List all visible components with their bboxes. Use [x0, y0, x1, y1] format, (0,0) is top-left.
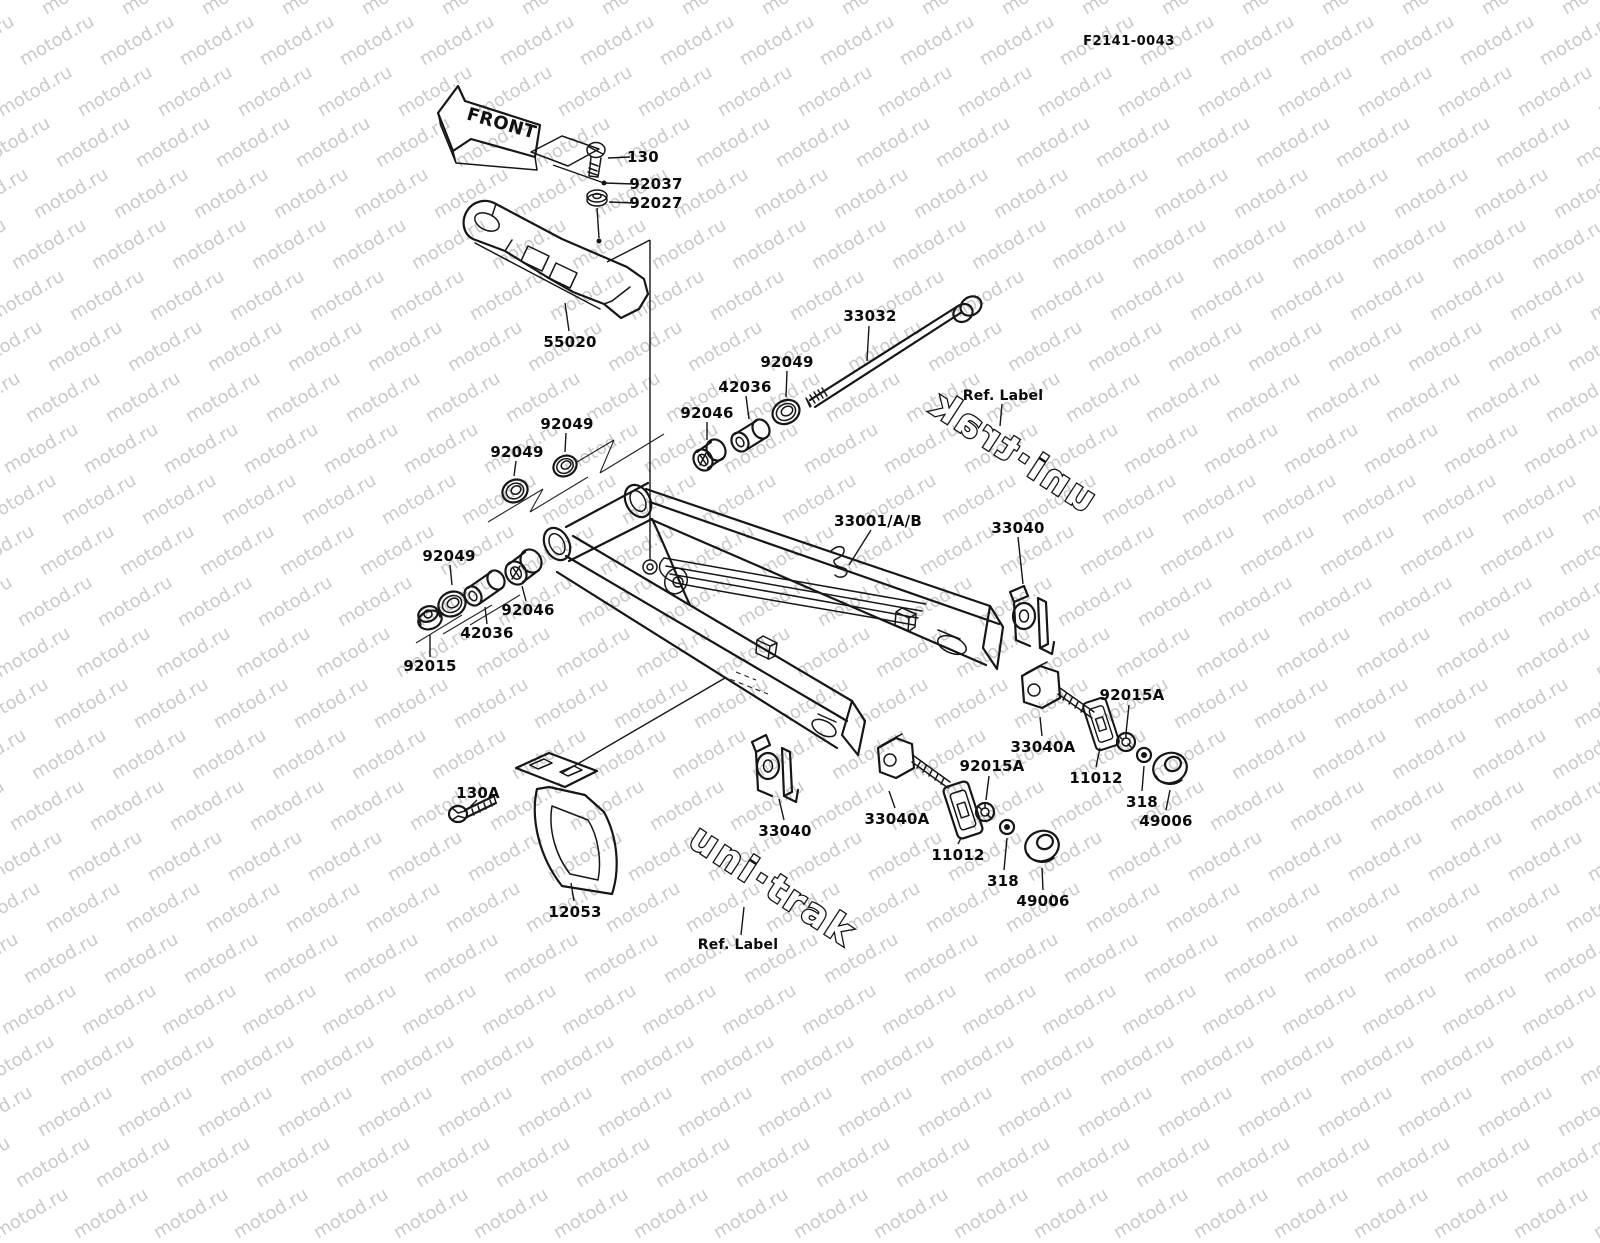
nut-92027-drawing	[587, 190, 607, 206]
seal-92049-axle-drawing	[768, 395, 804, 428]
chain-adjuster-33040-right-drawing	[1010, 586, 1054, 654]
part-label: 33040A	[1011, 738, 1076, 756]
part-label: 92049	[760, 353, 813, 371]
part-label: 33040A	[865, 810, 930, 828]
part-label: 42036	[460, 624, 513, 642]
ref-label-top: Ref. Label	[963, 388, 1043, 404]
part-label: 33040	[758, 822, 811, 840]
part-label: 11012	[931, 846, 984, 864]
stopper-11012-right-drawing	[1082, 697, 1120, 752]
chain-guide-drawing	[464, 201, 648, 318]
part-label: 12053	[548, 903, 601, 921]
part-label: 92027	[629, 194, 682, 212]
bearing-92046-left-drawing	[501, 546, 545, 589]
wear-plate-drawing	[531, 136, 599, 166]
alignment-lines	[553, 165, 650, 560]
part-label: 49006	[1016, 892, 1069, 910]
part-label: 92015	[403, 657, 456, 675]
diagram-code: F2141-0043	[1083, 34, 1175, 49]
part-label: 92049	[422, 547, 475, 565]
part-label: 92015A	[1100, 686, 1165, 704]
part-callouts: 130 92037 92027 55020 33032 92049 42036 …	[403, 148, 1192, 921]
ref-label-bottom: Ref. Label	[698, 937, 778, 953]
part-label: 92046	[501, 601, 554, 619]
part-label: 33040	[991, 519, 1044, 537]
part-label: 92049	[540, 415, 593, 433]
part-label: 318	[1126, 793, 1158, 811]
parts-diagram-page: { "page": {"background": "#ffffff", "ink…	[0, 0, 1600, 1200]
swingarm-drawing	[539, 480, 1003, 755]
part-label: 55020	[543, 333, 596, 351]
front-arrow-label: FRONT	[464, 104, 539, 144]
part-label: 49006	[1139, 812, 1192, 830]
nut-92015A-bottom-drawing	[976, 803, 994, 821]
part-label: 92037	[629, 175, 682, 193]
part-label: 130A	[456, 784, 500, 802]
nut-318-bottom-drawing	[1000, 820, 1014, 834]
part-label: 11012	[1069, 769, 1122, 787]
sleeve-42036-axle-drawing	[728, 416, 773, 454]
part-label: 92046	[680, 404, 733, 422]
part-label: 33032	[843, 307, 896, 325]
nut-318-right-drawing	[1137, 748, 1151, 762]
cap-49006-bottom-drawing	[1021, 826, 1063, 866]
front-arrow: FRONT	[438, 86, 540, 170]
exploded-parts-diagram: F2141-0043 FRONT	[0, 0, 1600, 1200]
cap-49006-right-drawing	[1149, 748, 1191, 788]
part-label: 92015A	[960, 757, 1025, 775]
part-label: 42036	[718, 378, 771, 396]
chain-adjuster-33040-bottom-drawing	[752, 735, 798, 802]
stopper-11012-bottom-drawing	[942, 780, 983, 839]
part-label: 130	[627, 148, 659, 166]
part-label: 33001/A/B	[834, 512, 922, 530]
part-label: 318	[987, 872, 1019, 890]
part-label: 92049	[490, 443, 543, 461]
adjuster-33040A-bottom-drawing	[878, 734, 950, 788]
bearing-92046-axle-drawing	[690, 436, 730, 474]
chain-guard-drawing	[516, 753, 617, 894]
